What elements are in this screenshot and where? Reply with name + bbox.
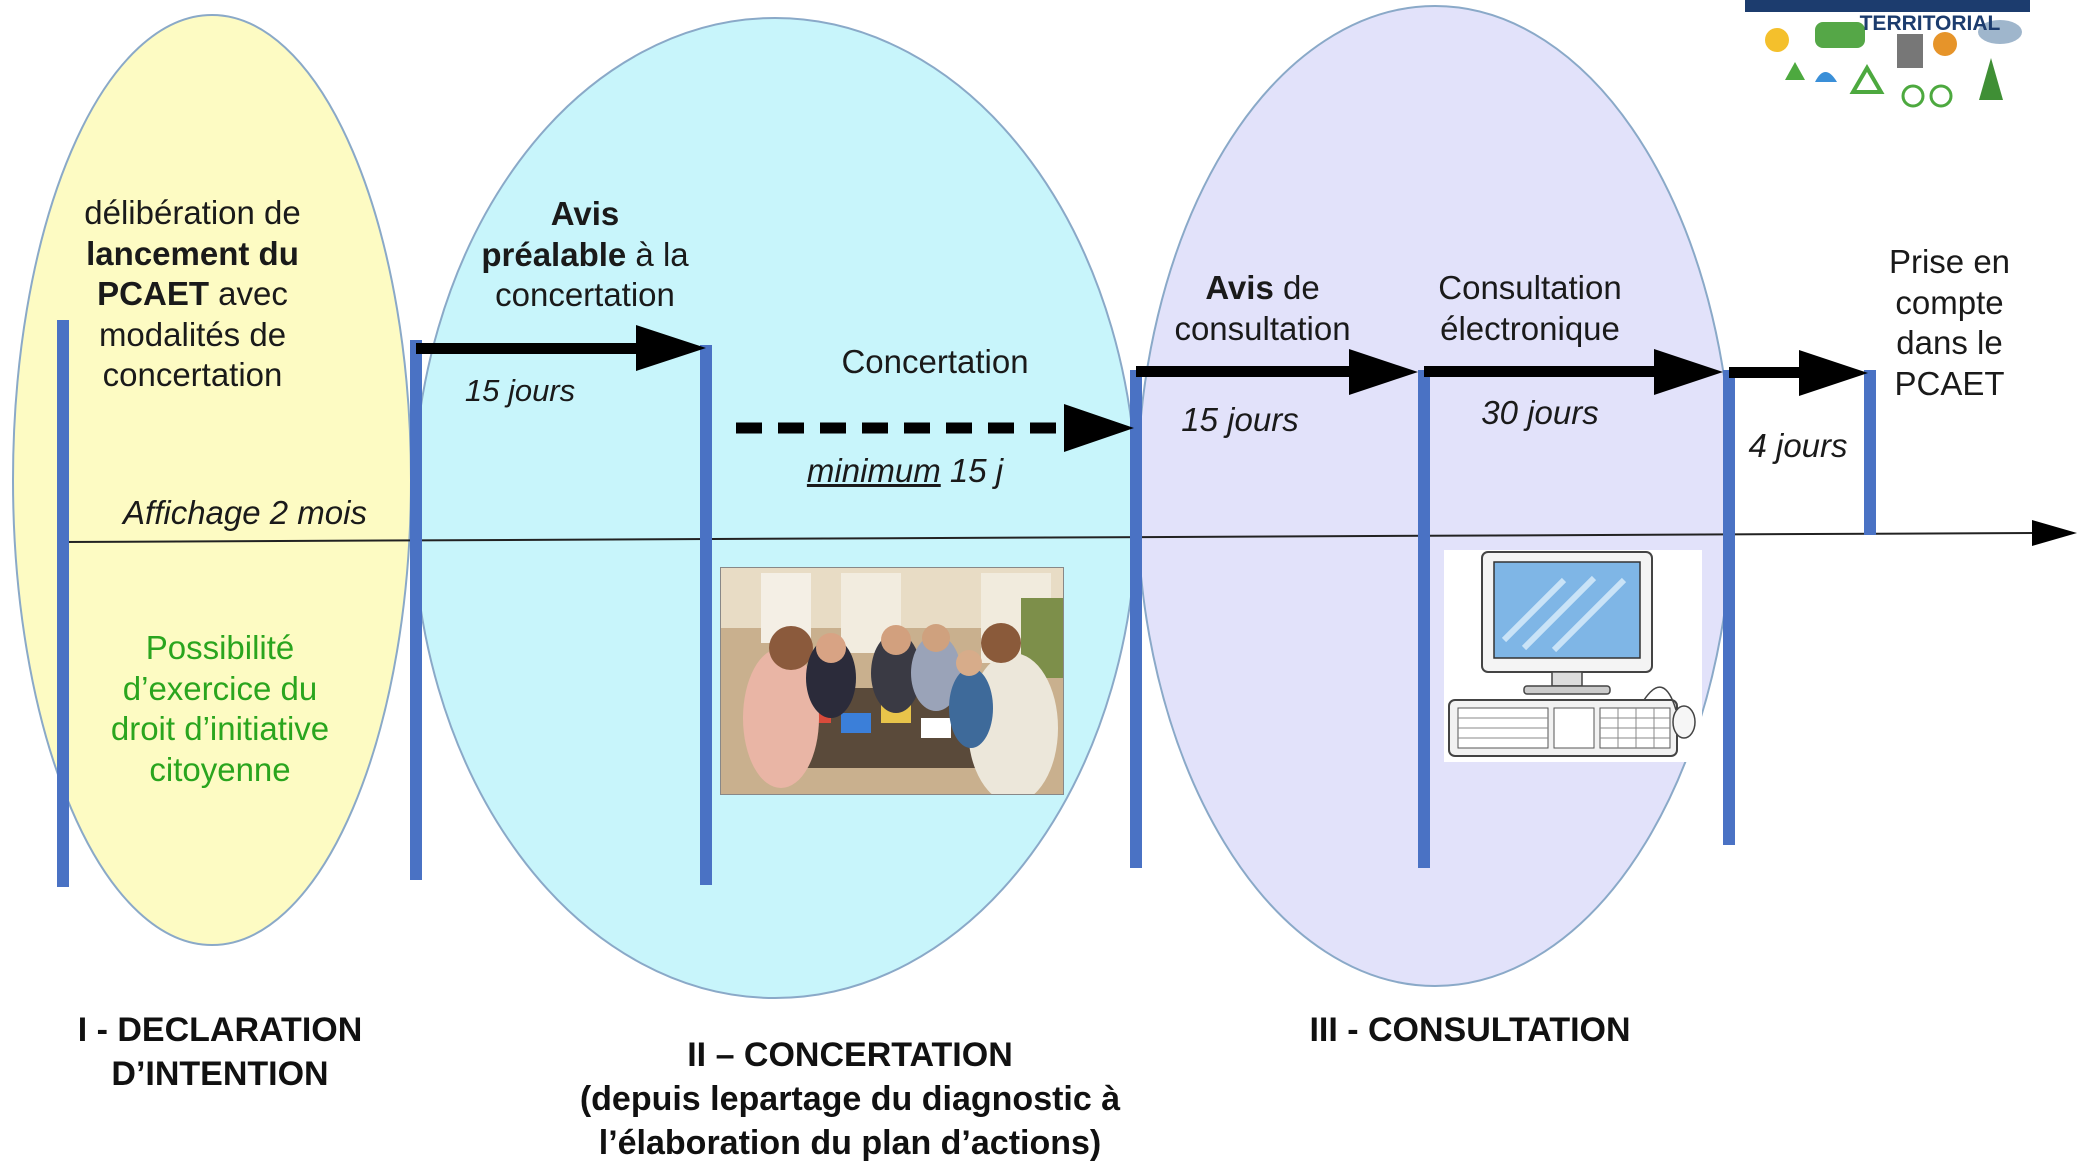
phase3-ellipse xyxy=(1136,5,1734,987)
lightbulb-icon xyxy=(1765,28,1789,52)
concertation-photo xyxy=(720,567,1064,795)
phase1-title: I - DECLARATION D’INTENTION xyxy=(40,1008,400,1096)
minimum-duration: minimum 15 j xyxy=(770,451,1040,492)
sun-icon xyxy=(1933,32,1957,56)
car-icon xyxy=(1815,22,1865,48)
marker-1 xyxy=(57,320,69,887)
prise-en-compte-text: Prise en compte dans le PCAET xyxy=(1862,242,2037,404)
marker-6 xyxy=(1723,370,1735,845)
initiative-line-1: Possibilité xyxy=(145,629,295,666)
phase3-title: III - CONSULTATION xyxy=(1260,1008,1680,1052)
avis-prealable-text: Avis préalable à la concertation xyxy=(440,194,730,316)
consultation-line-2: électronique xyxy=(1440,309,1620,347)
arrow-prise-en-compte xyxy=(1729,350,1868,396)
final-line-1: Prise en xyxy=(1888,243,2011,280)
duration-final: 4 jours xyxy=(1748,427,1848,464)
initiative-line-3: droit d’initiative xyxy=(110,710,330,748)
avec-text: avec xyxy=(208,275,288,313)
logo-banner xyxy=(1745,0,2030,12)
phase2-title-line-1: II – CONCERTATION xyxy=(687,1036,1013,1074)
arrow-consultation-electronique xyxy=(1424,349,1723,395)
initiative-line-4: citoyenne xyxy=(149,750,291,788)
avis-consultation-line-2: consultation xyxy=(1174,309,1351,347)
prealable-bold: préalable xyxy=(481,235,627,273)
arrow-avis-consultation xyxy=(1136,349,1418,395)
final-line-3: dans le xyxy=(1896,324,2003,362)
tree-icon xyxy=(1979,58,2003,100)
phase3-title-line: III - CONSULTATION xyxy=(1309,1011,1631,1049)
computer-icon xyxy=(1448,551,1696,757)
deliberation-line-1: délibération de xyxy=(84,194,301,231)
initiative-line-2: d’exercice du xyxy=(122,669,318,707)
timeline-axis xyxy=(61,532,2036,543)
phase1-deliberation-text: délibération de lancement du PCAET avec … xyxy=(40,193,345,396)
duration-consultation: 30 jours xyxy=(1481,394,1599,431)
avis-prealable-line-3: concertation xyxy=(495,276,675,314)
avis-bold: Avis xyxy=(1205,269,1274,306)
leaf-icon xyxy=(1785,62,1805,80)
trash-bin-icon xyxy=(1897,34,1923,68)
de-text: de xyxy=(1273,269,1320,306)
affichage-label: Affichage 2 mois xyxy=(123,494,367,531)
deliberation-line-3: PCAET avec xyxy=(40,274,345,315)
consultation-line-1: Consultation xyxy=(1438,269,1622,306)
duration-avis-prealable: 15 jours xyxy=(464,373,576,408)
marker-7 xyxy=(1864,370,1876,535)
arrow-concertation-dashed xyxy=(736,404,1134,452)
pcaet-bold: PCAET xyxy=(97,275,209,313)
phase2-title: II – CONCERTATION (depuis lepartage du d… xyxy=(520,1033,1180,1166)
arrow-avis-prealable xyxy=(416,325,706,371)
water-drop-icon xyxy=(1815,72,1837,82)
deliberation-line-4: modalités de xyxy=(98,315,287,353)
final-line-4: PCAET xyxy=(1894,364,2005,402)
consultation-electronique-text: Consultation électronique xyxy=(1410,268,1650,349)
marker-5 xyxy=(1418,370,1430,868)
avis-consultation-text: Avis de consultation xyxy=(1155,268,1370,349)
avis-consultation-line-1: Avis de xyxy=(1155,268,1370,309)
avis-prealable-line-1: Avis xyxy=(550,195,620,232)
recycle-icon xyxy=(1849,64,1885,94)
minimum-word: minimum xyxy=(806,452,941,489)
phase1-ellipse xyxy=(12,14,412,946)
phase2-title-line-2: (depuis lepartage du diagnostic à xyxy=(579,1080,1121,1119)
phase1-title-line-1: I - DECLARATION xyxy=(77,1011,363,1049)
a-la-text: à la xyxy=(626,235,689,273)
phase1-title-line-2: D’INTENTION xyxy=(111,1055,329,1094)
computer-illustration xyxy=(1444,550,1702,762)
timeline-arrowhead xyxy=(2032,520,2077,546)
marker-2 xyxy=(410,340,422,880)
avis-prealable-line-2: préalable à la xyxy=(440,235,730,276)
deliberation-line-2: lancement du xyxy=(86,234,299,272)
final-line-2: compte xyxy=(1895,283,2004,321)
duration-avis-consultation: 15 jours xyxy=(1181,401,1299,438)
cloud-icon xyxy=(1978,20,2022,44)
marker-3 xyxy=(700,345,712,885)
pcaet-logo-graphic xyxy=(1745,0,2030,118)
minimum-value: 15 j xyxy=(940,452,1004,489)
concertation-label: Concertation xyxy=(841,343,1029,380)
bicycle-icon xyxy=(1901,84,1925,108)
deliberation-line-5: concertation xyxy=(102,356,283,394)
marker-4 xyxy=(1130,370,1142,868)
pcaet-logo: TERRITORIAL xyxy=(1745,0,2030,120)
meeting-photo-image xyxy=(721,568,1063,794)
initiative-citoyenne-text: Possibilité d’exercice du droit d’initia… xyxy=(70,628,370,790)
phase2-title-line-3: l’élaboration du plan d’actions) xyxy=(598,1124,1102,1163)
logo-word: TERRITORIAL xyxy=(1859,12,2001,35)
phase2-ellipse xyxy=(412,17,1138,999)
